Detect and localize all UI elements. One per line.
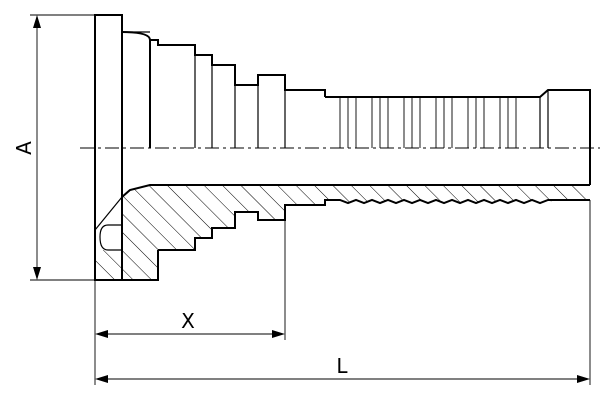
bore-lines bbox=[121, 184, 590, 198]
flange bbox=[94, 14, 159, 281]
body-profile-lower bbox=[158, 198, 590, 251]
dimension-l: L bbox=[95, 200, 591, 385]
section-hatching bbox=[95, 185, 590, 280]
body-profile-upper bbox=[150, 39, 326, 148]
serration-grooves bbox=[339, 97, 517, 148]
dimension-a-label: A bbox=[12, 141, 36, 155]
hose-tail-upper bbox=[325, 89, 591, 185]
dimension-a: A bbox=[12, 14, 95, 281]
dimension-l-label: L bbox=[336, 354, 348, 378]
dimension-x-label: X bbox=[181, 309, 195, 333]
dimension-x: X bbox=[94, 220, 286, 385]
